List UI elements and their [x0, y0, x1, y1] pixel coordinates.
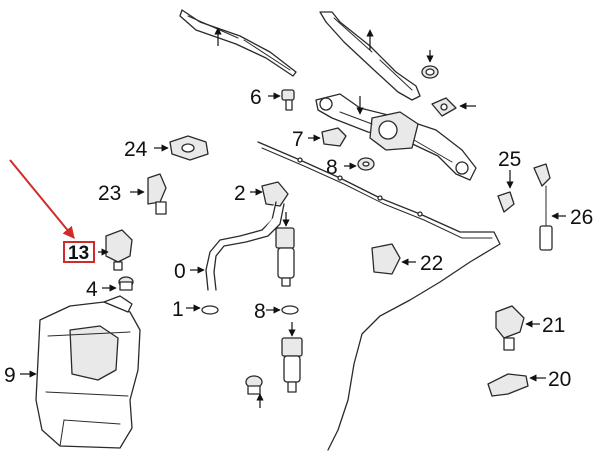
highlighted-part-label: 13: [68, 243, 89, 264]
part-21-nozzle: 21: [495, 305, 565, 351]
callout-21: 21: [542, 314, 565, 337]
callout-25: 25: [498, 148, 521, 171]
highlight-box: [63, 241, 95, 263]
part-4-grommet: 4: [86, 276, 134, 301]
part-0-hose: 0: [174, 201, 285, 291]
pivot-cap: [431, 97, 476, 117]
part-24-cover: 24: [124, 135, 209, 161]
wiper-linkage-motor: [315, 93, 477, 181]
arm-nut: [421, 50, 439, 79]
part-8-seal-lower: 8: [254, 300, 299, 323]
callout-8-upper: 8: [326, 156, 338, 179]
highlighted-part: 13: [9, 159, 133, 271]
callout-2: 2: [234, 182, 246, 205]
callout-1: 1: [172, 298, 184, 321]
washer-hose-assembly: [257, 141, 501, 451]
reservoir-grommet: [245, 375, 264, 408]
callout-20: 20: [548, 368, 571, 391]
callout-0: 0: [174, 260, 186, 283]
callout-26: 26: [570, 206, 593, 229]
part-8-grommet-upper: 8: [326, 156, 375, 179]
part-25-clip: 25: [497, 148, 521, 213]
callout-7: 7: [292, 128, 304, 151]
part-26-sensor: 26: [533, 163, 593, 251]
part-23-nozzle: 23: [98, 173, 167, 215]
callout-23: 23: [98, 182, 121, 205]
callout-22: 22: [420, 252, 443, 275]
highlight-pointer-arrow: [9, 159, 75, 239]
part-2-hose-elbow: 2: [234, 181, 289, 207]
wiper-arm: [319, 11, 421, 101]
callout-9: 9: [4, 364, 16, 387]
callout-8-lower: 8: [254, 300, 266, 323]
part-1-seal: 1: [172, 298, 219, 321]
callout-4: 4: [86, 278, 98, 301]
part-9-washer-reservoir: 9: [4, 295, 141, 449]
washer-pump-lower: [281, 322, 303, 393]
part-22-connector: 22: [371, 243, 443, 275]
part-7-bracket: 7: [292, 127, 347, 151]
callout-6: 6: [250, 86, 262, 109]
part-6-bolt: 6: [250, 86, 295, 111]
washer-pump-upper: [275, 212, 295, 287]
wiper-blade: [179, 9, 297, 77]
callout-24: 24: [124, 138, 148, 161]
part-20-connector: 20: [487, 368, 571, 397]
